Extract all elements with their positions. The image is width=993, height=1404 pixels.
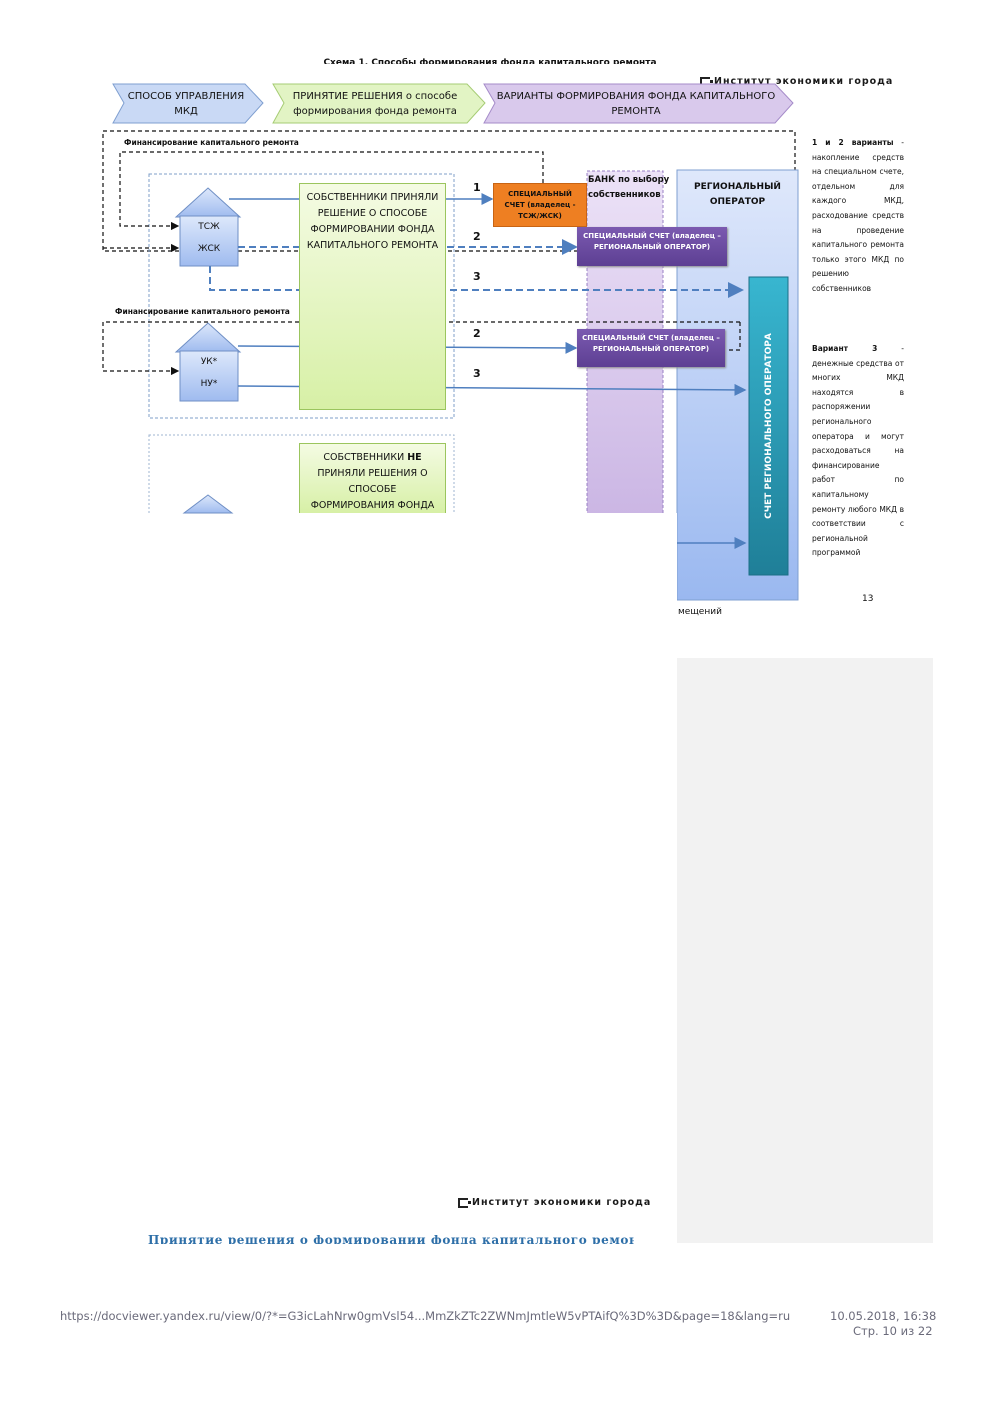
logo-bottom: Институт экономики города — [458, 1197, 651, 1208]
owners-decided-box: СОБСТВЕННИКИ ПРИНЯЛИ РЕШЕНИЕ О СПОСОБЕ Ф… — [299, 183, 446, 410]
bank-label: БАНК по выбору собственников — [588, 175, 670, 200]
house-uk-shape — [174, 322, 242, 402]
side-variants-12: 1 и 2 варианты - накопление средств на с… — [812, 138, 904, 293]
logo-bottom-icon — [458, 1197, 471, 1208]
logo-bottom-text: Институт экономики города — [472, 1197, 652, 1208]
variant-number-3: 3 — [473, 270, 481, 283]
chevron-management-method: СПОСОБ УПРАВЛЕНИЯ МКД — [127, 91, 245, 117]
regional-operator-label: РЕГИОНАЛЬНЫЙ ОПЕРАТОР — [694, 182, 781, 207]
grey-panel — [677, 658, 933, 1243]
financing-label-2: Финансирование капитального ремонта — [115, 307, 290, 316]
footer-datetime: 10.05.2018, 16:38 — [830, 1309, 937, 1323]
financing-label-1: Финансирование капитального ремонта — [124, 138, 299, 147]
house-zhsk-label: ЖСК — [197, 244, 221, 254]
variant-number-1: 1 — [473, 181, 481, 194]
scheme-title: Схема 1. Способы формирования фонда капи… — [323, 58, 657, 64]
overflow-text: мещений — [678, 607, 722, 617]
house-uk-label: УК* — [200, 357, 218, 367]
financing-arrow-1 — [119, 151, 544, 231]
house-nu-label: НУ* — [200, 379, 218, 389]
house-tszh-shape — [174, 187, 242, 267]
decided-frame — [148, 173, 455, 419]
variant-number-2: 2 — [473, 230, 481, 243]
footer-url: https://docviewer.yandex.ru/view/0/?*=G3… — [60, 1309, 791, 1323]
arrow-3-dashed — [209, 266, 744, 298]
chevron-3-shape — [483, 83, 794, 124]
regional-account-label: СЧЕТ РЕГИОНАЛЬНОГО ОПЕРАТОРА — [764, 333, 774, 519]
chevron-decision: ПРИНЯТИЕ РЕШЕНИЯ о способе формирования … — [292, 91, 458, 117]
special-account-tszh: СПЕЦИАЛЬНЫЙ СЧЕТ (владелец - ТСЖ/ЖСК) — [493, 183, 587, 227]
house-not-decided-shape — [182, 494, 234, 514]
bottom-heading: Принятие решения о формировании фонда ка… — [148, 1233, 634, 1244]
chevron-2-shape — [272, 83, 486, 124]
page-number: 13 — [862, 594, 874, 604]
logo-top-text: Институт экономики города — [714, 76, 894, 87]
footer-page-counter: Стр. 10 из 22 — [853, 1324, 933, 1338]
variant-number-uk-2: 2 — [473, 327, 481, 340]
chevron-1-shape — [112, 83, 264, 124]
financing-arrow-3 — [727, 322, 741, 351]
variant-number-uk-3: 3 — [473, 367, 481, 380]
chevron-variants: ВАРИАНТЫ ФОРМИРОВАНИЯ ФОНДА КАПИТАЛЬНОГО… — [496, 91, 776, 117]
regional-operator-account-bar — [748, 276, 789, 576]
owners-not-decided-box: СОБСТВЕННИКИ НЕ ПРИНЯЛИ РЕШЕНИЯ О СПОСОБ… — [299, 443, 446, 513]
special-account-ro-2: СПЕЦИАЛЬНЫЙ СЧЕТ (владелец – РЕГИОНАЛЬНЫ… — [577, 329, 725, 367]
house-tszh-label: ТСЖ — [198, 222, 220, 232]
special-account-ro-1: СПЕЦИАЛЬНЫЙ СЧЕТ (владелец – РЕГИОНАЛЬНЫ… — [577, 227, 727, 266]
side-variant-3: Вариант 3 - денежные средства от многих … — [812, 344, 905, 558]
bottom-heading-clip: Принятие решения о формировании фонда ка… — [148, 1230, 634, 1244]
